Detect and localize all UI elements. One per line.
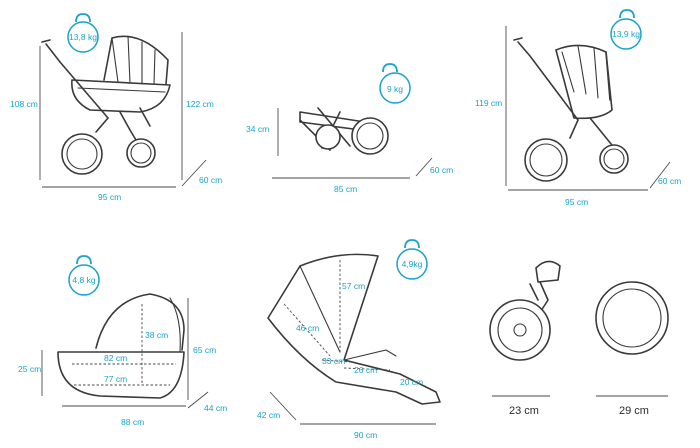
panel-seat-unit: 4,9kg 57 cm 46 cm 33 cm 26 cm 20 cm 42 c… [257, 239, 441, 440]
stroller-illustration [41, 35, 171, 175]
back-length-label: 46 cm [296, 323, 319, 333]
weight-label: 9 kg [387, 84, 403, 94]
weight-label: 13,8 kg [69, 32, 97, 42]
panel-seat-stroller: 13,9 kg 119 cm 95 cm 60 cm [475, 9, 681, 207]
inner-bottom-label: 77 cm [104, 374, 127, 384]
height-label: 108 cm [10, 99, 38, 109]
back-height-label: 57 cm [342, 281, 365, 291]
weight-icon: 13,9 kg [610, 9, 642, 50]
height-total-label: 122 cm [186, 99, 214, 109]
weight-label: 13,9 kg [612, 29, 640, 39]
front-wheel-illustration [489, 260, 561, 361]
panel-carrycot-stroller: 13,8 kg 108 cm 122 cm 95 [10, 13, 222, 202]
panel-carrycot: 4,8 kg 25 cm 82 cm 38 cm 77 cm 65 cm 88 … [18, 255, 227, 427]
carrycot-illustration [57, 293, 185, 399]
rear-wheel-illustration [595, 281, 669, 355]
depth-label: 60 cm [658, 176, 681, 186]
seat-width-label: 33 cm [322, 356, 345, 366]
depth-label: 60 cm [430, 165, 453, 175]
folded-frame-illustration [299, 107, 389, 155]
stroller-illustration [513, 37, 629, 182]
weight-icon: 4,8 kg [68, 255, 100, 296]
weight-icon: 13,8 kg [67, 13, 99, 53]
weight-icon: 4,9kg [396, 239, 428, 280]
front-wheel-label: 23 cm [509, 405, 539, 417]
rear-wheel-label: 29 cm [619, 405, 649, 417]
depth-label: 42 cm [257, 410, 280, 420]
depth-label: 44 cm [204, 403, 227, 413]
width-label: 85 cm [334, 184, 357, 194]
width-label: 88 cm [121, 417, 144, 427]
height-left-label: 25 cm [18, 364, 41, 374]
inner-height-label: 38 cm [145, 330, 168, 340]
footrest-label: 20 cm [400, 377, 423, 387]
length-label: 90 cm [354, 430, 377, 440]
panel-folded-frame: 9 kg 34 cm 85 cm 60 cm [246, 63, 453, 194]
seat-depth-label: 26 cm [354, 365, 377, 375]
width-label: 95 cm [98, 192, 121, 202]
height-label: 119 cm [475, 98, 502, 108]
seat-unit-illustration [267, 253, 441, 405]
inner-top-label: 82 cm [104, 353, 127, 363]
height-label: 34 cm [246, 124, 269, 134]
weight-label: 4,9kg [402, 259, 423, 269]
weight-label: 4,8 kg [72, 275, 95, 285]
panel-wheels: 23 cm 29 cm [489, 260, 669, 417]
weight-icon: 9 kg [379, 63, 411, 104]
depth-label: 60 cm [199, 175, 222, 185]
height-right-label: 65 cm [193, 345, 216, 355]
width-label: 95 cm [565, 197, 588, 207]
